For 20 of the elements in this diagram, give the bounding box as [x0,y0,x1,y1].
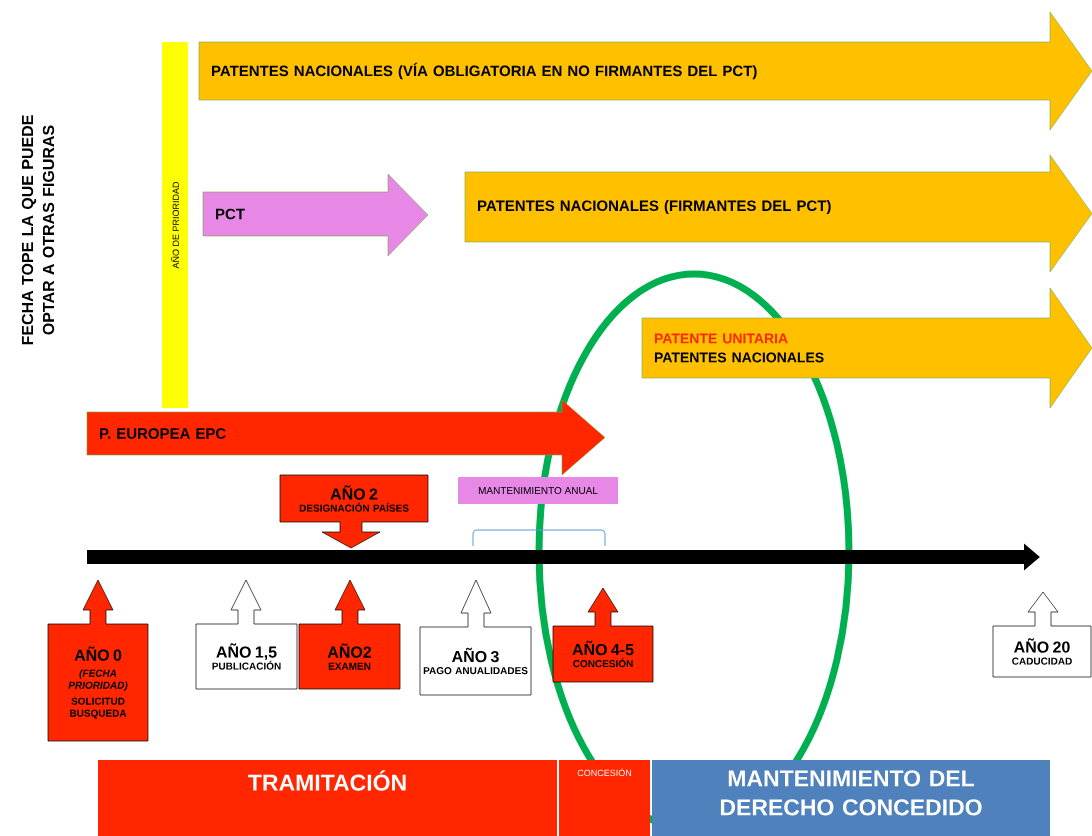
callout-box: AÑO 1,5 PUBLICACIÓN [195,579,298,690]
route-banner: PCT [202,173,429,257]
route-banner: P. EUROPEA EPC [86,399,606,476]
label-box: MANTENIMIENTO ANUAL [458,477,618,504]
priority-bar: AÑO DE PRIORIDAD [162,42,188,408]
callout-box: AÑO 4-5 CONCESIÓN [552,587,654,683]
side-title: FECHA TOPE LA QUE PUEDE OPTAR A OTRAS FIGURAS [21,115,55,345]
node-label: CONCESIÓN [577,768,632,777]
callout-box: AÑO 3 PAGO ANUALIDADES [419,579,532,696]
route-banner: PATENTES NACIONALES (VÍA OBLIGATORIA EN NO FIRMANTES DEL PCT) [198,11,1092,131]
callout-box: AÑO 0 (FECHA PRIORIDAD) SOLICITUD BUSQUEDA [47,579,149,742]
route-banner: PATENTES NACIONALES (FIRMANTES DEL PCT) [464,154,1092,273]
node-label: TRAMITACIÓN [248,770,406,791]
callout-box: AÑO 20 CADUCIDAD [992,591,1092,678]
phase-band: TRAMITACIÓN [98,760,557,836]
phase-band: MANTENIMIENTO DEL DERECHO CONCEDIDO [652,760,1050,836]
route-banner: PATENTE UNITARIA PATENTES NACIONALES [641,287,1092,409]
callout-box: AÑO2 EXAMEN [298,579,401,690]
phase-band: CONCESIÓN [559,760,650,836]
callout-box: AÑO 2 DESIGNACIÓN PAÍSES [279,474,429,549]
